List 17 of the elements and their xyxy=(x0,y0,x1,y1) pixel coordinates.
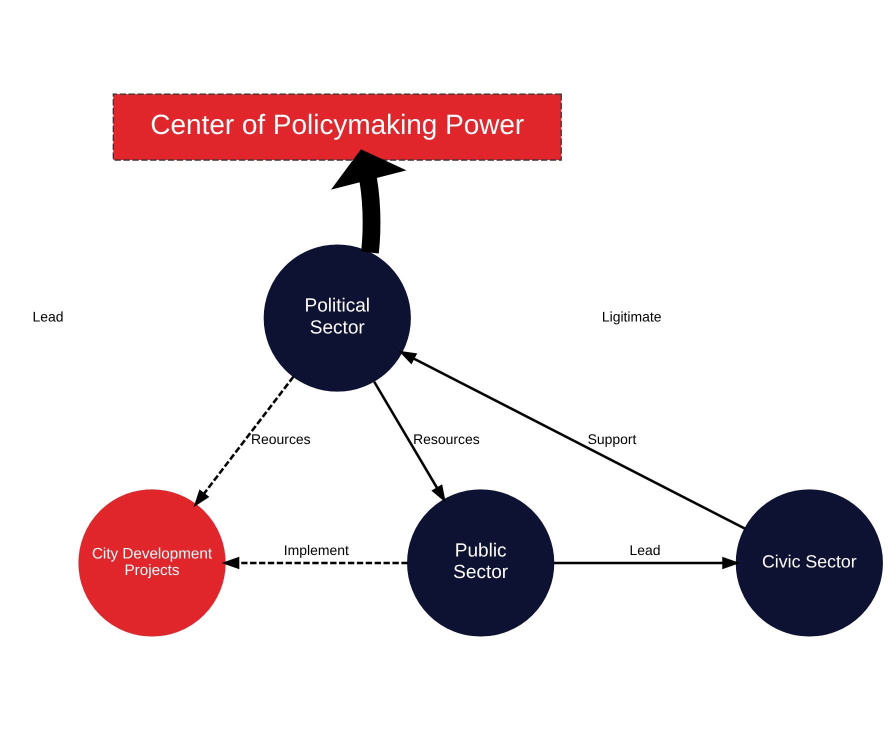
arrow xyxy=(194,375,294,507)
edge-label: Reources xyxy=(250,430,311,447)
node-circle: Political Sector xyxy=(264,244,411,392)
edge-label: Support xyxy=(588,430,636,447)
edge-label: Implement xyxy=(284,542,349,558)
label: Ligitimate xyxy=(602,308,662,324)
arrow xyxy=(331,148,406,253)
arrow xyxy=(554,556,740,569)
node-box: Center of Policymaking Power xyxy=(112,92,562,160)
node-circle: Public Sector xyxy=(407,488,554,636)
label: Lead xyxy=(32,308,64,324)
arrow xyxy=(398,350,746,530)
edge-label: Lead xyxy=(630,542,661,558)
node-circle: Civic Sector xyxy=(736,488,883,636)
edge-label: Resources xyxy=(413,430,480,447)
arrow xyxy=(373,380,446,502)
arrow xyxy=(222,556,408,569)
